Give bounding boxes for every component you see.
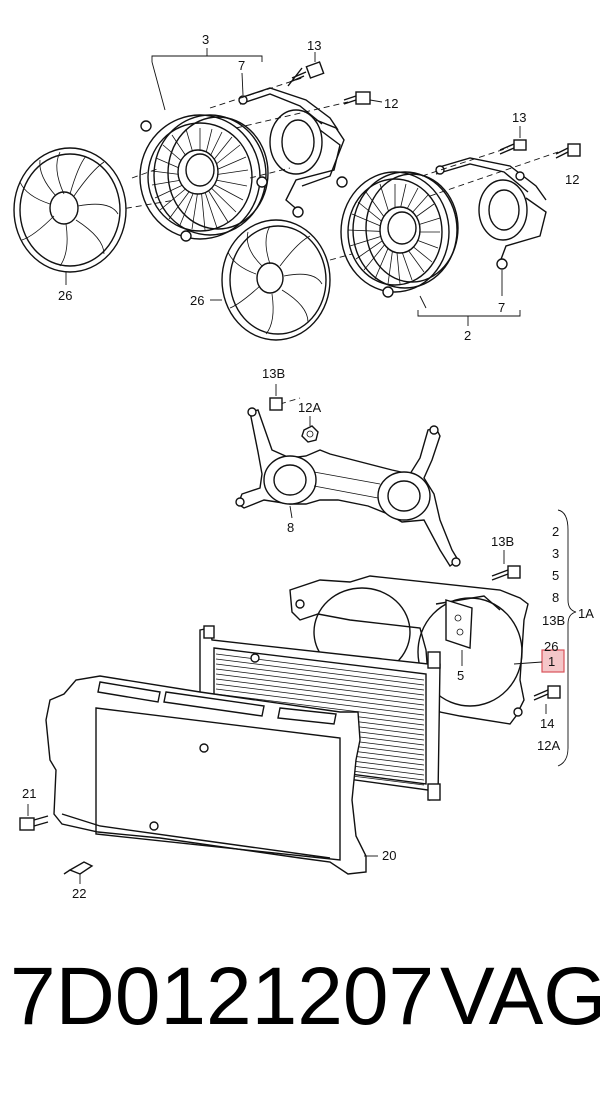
label-22: 22 — [72, 886, 86, 901]
legend-item-2: 2 — [552, 524, 559, 539]
legend-item-5: 5 — [552, 568, 559, 583]
label-26-right: 26 — [190, 293, 204, 308]
label-14: 14 — [540, 716, 554, 731]
fan-shroud-frame — [289, 575, 529, 725]
label-3: 3 — [202, 32, 209, 47]
radiator-fin — [215, 658, 425, 686]
bolt-13-top — [287, 52, 325, 87]
radiator-fin — [215, 663, 425, 691]
label-13-top: 13 — [307, 38, 321, 53]
nut-12A-top — [301, 416, 319, 443]
bolt-14 — [533, 685, 561, 714]
label-12-right: 12 — [565, 172, 579, 187]
label-13-right: 13 — [512, 110, 526, 125]
legend-item-26: 26 — [544, 639, 558, 654]
radiator-fin — [215, 678, 425, 706]
fan-assembly-2 — [329, 147, 559, 326]
bracket-8 — [235, 397, 461, 568]
fan-blade-26-right — [210, 219, 331, 341]
bolt-12-right — [555, 143, 581, 159]
legend-item-13B: 13B — [542, 613, 565, 628]
fan-blade-26-left — [13, 147, 127, 285]
legend-item-3: 3 — [552, 546, 559, 561]
label-1: 1 — [548, 654, 555, 669]
part-number: 7D0121207 — [10, 951, 435, 1042]
stud-22 — [63, 861, 94, 884]
label-13B-mid: 13B — [491, 534, 514, 549]
bolt-13-right — [499, 126, 527, 155]
bolt-13B-top — [269, 384, 283, 411]
label-21: 21 — [22, 786, 36, 801]
brand: VAG — [440, 951, 600, 1042]
label-7-right: 7 — [498, 300, 505, 315]
bolt-12-top — [343, 91, 383, 105]
radiator-fin — [215, 668, 425, 696]
radiator-fin — [215, 693, 425, 721]
lock-carrier-20 — [45, 675, 378, 875]
radiator-fin — [215, 688, 425, 716]
label-12A-top: 12A — [298, 400, 321, 415]
footer: 7D0121207 VAG — [0, 950, 600, 1070]
label-20: 20 — [382, 848, 396, 863]
label-2: 2 — [464, 328, 471, 343]
label-12A-bottom: 12A — [537, 738, 560, 753]
label-5: 5 — [457, 668, 464, 683]
bolt-13B-mid — [491, 550, 521, 581]
label-7-top: 7 — [238, 58, 245, 73]
radiator-fin — [215, 683, 425, 711]
legend-group-1A: 1A — [578, 606, 594, 621]
highlight-box-1 — [541, 649, 565, 673]
radiator-fin — [215, 673, 425, 701]
legend-item-8: 8 — [552, 590, 559, 605]
bolt-21 — [19, 804, 49, 831]
label-26-left: 26 — [58, 288, 72, 303]
legend-brace — [557, 509, 577, 767]
label-13B-top: 13B — [262, 366, 285, 381]
fan-assembly-3 — [115, 48, 349, 242]
label-8: 8 — [287, 520, 294, 535]
label-12-top: 12 — [384, 96, 398, 111]
